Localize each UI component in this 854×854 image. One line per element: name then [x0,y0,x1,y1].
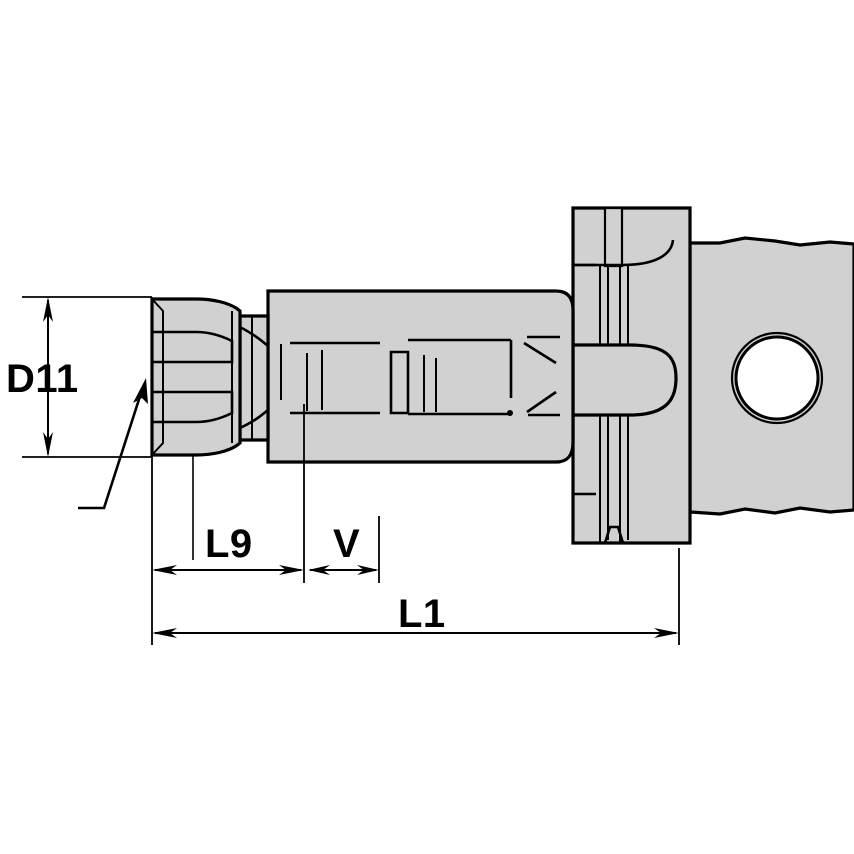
flange-notch-top [603,206,624,268]
l9-arrow-left [152,565,177,575]
l1-arrow-left [152,628,177,638]
body-keyway-pocket [389,350,410,415]
body-internal-taper-bot [526,390,557,414]
d11-arrow-top [43,297,53,322]
collet-leader-group [78,378,148,510]
v-arrow-right [357,565,379,575]
flange-notch-bottom [603,525,625,544]
dimension-l1: L1 [152,592,679,638]
d11-arrow-bottom [43,432,53,457]
body-center-dot [507,410,513,416]
dimension-label-l9: L9 [205,522,253,566]
collet-leader-line [78,389,144,510]
flange-top-scallop [573,239,675,267]
dimension-label-v: V [333,522,360,566]
dimension-label-l1: L1 [398,592,446,636]
body-step-left [280,344,308,411]
dimension-l9: L9 [152,522,304,575]
body-keyway-inner [423,355,437,412]
collet-leader-arrowhead [133,378,148,404]
v-arrow-left [308,565,330,575]
chuck-body [266,289,575,464]
body-internal-taper-top [509,340,557,398]
part-geometry [150,206,854,545]
drive-bore-outer-ring [730,331,824,425]
dimension-label-d11: D11 [6,357,79,401]
chuck-nose-taper-top [239,325,269,347]
dimension-v: V [308,522,379,575]
drive-bore [734,335,820,421]
collet-nut [150,297,242,457]
chuck-nose-taper-bot [239,409,269,430]
flange-drive-lug [571,343,678,417]
l1-arrow-right [654,628,679,638]
l9-arrow-right [279,565,304,575]
extension-lines [22,296,680,645]
collet-nut-chamfer-left-top [151,298,164,456]
dimension-d11: D11 [6,297,79,457]
